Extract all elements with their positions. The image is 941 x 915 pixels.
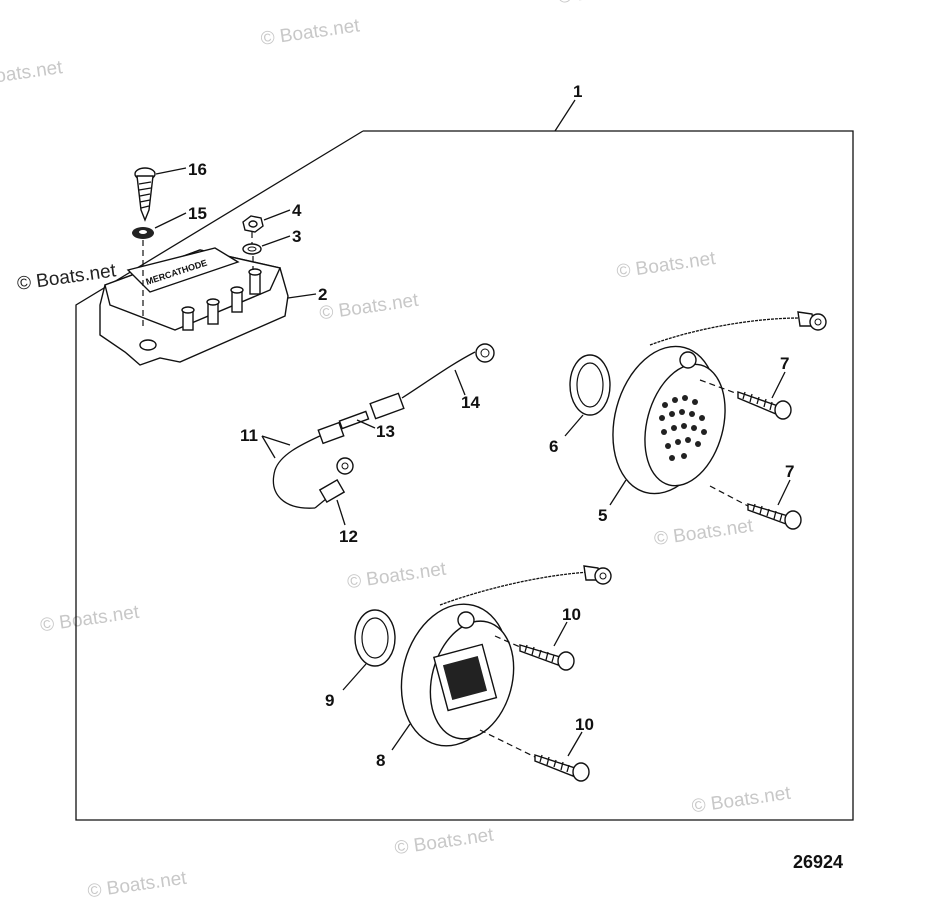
callout-15: 15: [188, 204, 207, 223]
leader-line: [567, 731, 583, 757]
gasket-9: [354, 609, 396, 667]
leader-line: [261, 435, 291, 446]
callout-6: 6: [549, 437, 558, 456]
screw-10-upper: [519, 644, 575, 671]
leader-line: [609, 479, 627, 506]
callout-3: 3: [292, 227, 301, 246]
watermark: © Boats.net: [653, 515, 755, 550]
dashed-line: [479, 729, 536, 758]
lock-washer-15: [132, 227, 154, 239]
leader-line: [391, 723, 411, 751]
leader-line: [771, 371, 786, 399]
leader-line: [261, 235, 291, 247]
callout-1: 1: [573, 82, 582, 101]
callout-14: 14: [461, 393, 480, 412]
leader-line: [342, 663, 367, 691]
diagram-number: 26924: [793, 852, 843, 872]
watermark: © Boats.net: [346, 559, 448, 594]
callout-12: 12: [339, 527, 358, 546]
watermark: © Boats.net: [259, 15, 361, 50]
leader-line: [261, 435, 276, 459]
callout-10: 10: [562, 605, 581, 624]
leader-line: [287, 293, 317, 299]
leader-line: [777, 479, 791, 506]
leader-line: [356, 419, 376, 429]
leader-line: [154, 212, 187, 229]
watermark: © Boats.net: [86, 868, 188, 903]
callout-8: 8: [376, 751, 385, 770]
leader-line: [553, 621, 568, 647]
watermark: © Boats.net: [318, 290, 420, 325]
callout-16: 16: [188, 160, 207, 179]
dashed-line: [699, 379, 739, 395]
callout-7: 7: [780, 354, 789, 373]
callout-11: 11: [240, 426, 258, 445]
screw-7-lower: [747, 503, 802, 530]
screw-7-upper: [737, 391, 792, 420]
nut-4: [242, 215, 264, 233]
wire-harness: [272, 343, 495, 509]
callout-7: 7: [785, 462, 794, 481]
leader-line: [155, 167, 187, 175]
kit-boundary: [75, 130, 854, 821]
callout-9: 9: [325, 691, 334, 710]
watermark: © Boats.net: [39, 602, 141, 637]
callout-13: 13: [376, 422, 395, 441]
watermark: © Boats.net: [393, 824, 495, 859]
dashed-line: [709, 485, 749, 507]
watermark-dark: © Boats.net: [16, 260, 118, 295]
gasket-6: [569, 354, 611, 416]
mercathode-controller-2: MERCATHODE: [99, 247, 289, 366]
callout-4: 4: [292, 201, 302, 220]
watermark: © Boats.net: [690, 783, 792, 818]
anode-8: [400, 565, 612, 747]
reference-electrode-5: [612, 311, 827, 495]
callout-2: 2: [318, 285, 327, 304]
screw-10-lower: [534, 754, 590, 782]
watermark: © Boats.net: [615, 248, 717, 283]
watermark: © Boats.net: [556, 0, 658, 8]
leader-line: [336, 499, 346, 526]
leader-line: [554, 99, 576, 132]
electrode-holes: [659, 395, 707, 461]
leader-line: [263, 209, 291, 221]
callout-10: 10: [575, 715, 594, 734]
dashed-line: [494, 635, 521, 648]
watermark: © Boats.net: [0, 57, 65, 92]
leader-line: [564, 414, 584, 437]
screw-16: [134, 167, 156, 222]
washer-3: [242, 243, 262, 255]
leader-line: [454, 369, 466, 396]
callout-5: 5: [598, 506, 607, 525]
